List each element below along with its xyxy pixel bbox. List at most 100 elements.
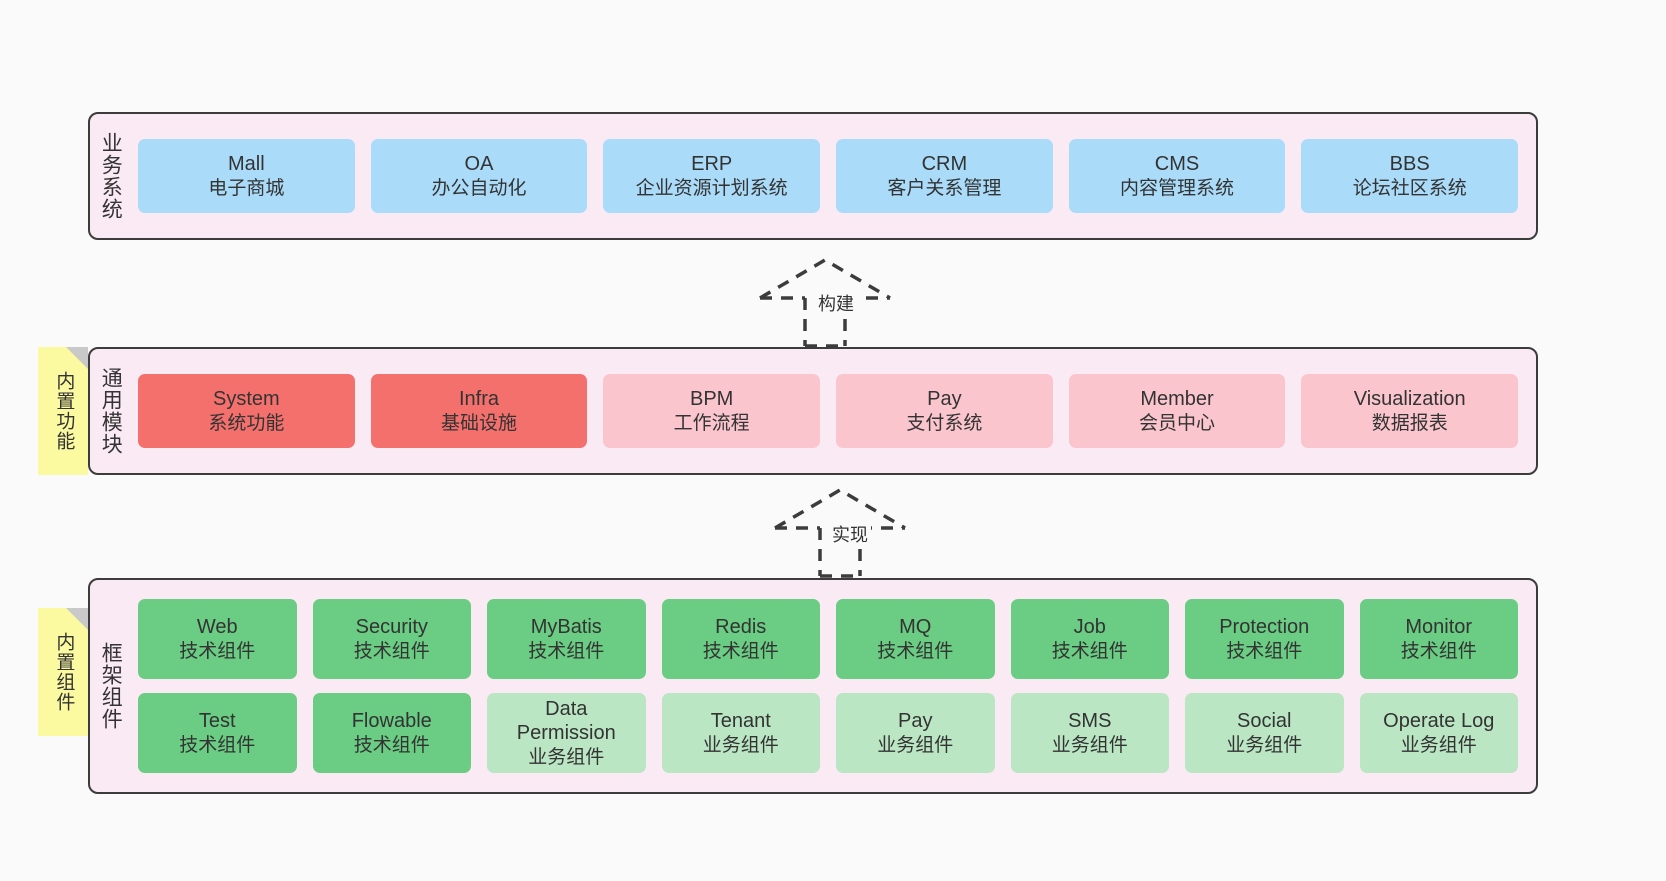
node-title-en: CRM [921, 153, 968, 176]
node-title-en: Operate Log [1383, 710, 1495, 733]
node-tenant[interactable]: Tenant 业务组件 [661, 693, 820, 773]
node-title-en: Data Permission [516, 698, 616, 745]
node-title-cn: 系统功能 [208, 412, 285, 434]
layer-framework-component: 框架组件 Web 技术组件 Security 技术组件 MyBatis 技术组件… [88, 578, 1538, 794]
node-title-cn: 工作流程 [673, 412, 750, 434]
node-member[interactable]: Member 会员中心 [1068, 374, 1286, 448]
node-system[interactable]: System 系统功能 [138, 374, 355, 448]
layer-title-framework-component: 框架组件 [99, 642, 123, 730]
node-data-permission[interactable]: Data Permission 业务组件 [487, 693, 646, 773]
node-title-en: Security [355, 616, 428, 639]
node-sms[interactable]: SMS 业务组件 [1010, 693, 1169, 773]
node-title-cn: 业务组件 [702, 734, 779, 756]
node-title-en: Visualization [1353, 388, 1466, 411]
node-title-en: Protection [1219, 616, 1310, 639]
node-monitor[interactable]: Monitor 技术组件 [1359, 599, 1518, 679]
node-web[interactable]: Web 技术组件 [138, 599, 297, 679]
node-erp[interactable]: ERP 企业资源计划系统 [603, 139, 821, 213]
node-title-en: System [212, 388, 280, 411]
node-title-cn: 办公自动化 [431, 177, 527, 199]
note-fold-icon [66, 347, 88, 369]
node-oa[interactable]: OA 办公自动化 [370, 139, 588, 213]
connector-label-build: 构建 [815, 290, 857, 316]
node-bbs[interactable]: BBS 论坛社区系统 [1301, 139, 1519, 213]
node-test[interactable]: Test 技术组件 [138, 693, 297, 773]
node-title-cn: 企业资源计划系统 [635, 177, 788, 199]
node-title-en: MQ [899, 616, 932, 639]
node-title-cn: 技术组件 [179, 640, 256, 662]
node-title-en: Flowable [351, 710, 432, 733]
node-row: Mall 电子商城 OA 办公自动化 ERP 企业资源计划系统 CRM 客户关系… [138, 139, 1519, 213]
node-title-cn: 内容管理系统 [1120, 177, 1235, 199]
node-title-en: Redis [715, 616, 767, 639]
node-title-cn: 业务组件 [1051, 734, 1128, 756]
node-title-en: Pay [898, 710, 933, 733]
node-title-cn: 支付系统 [906, 412, 983, 434]
node-title-en: BPM [690, 388, 734, 411]
node-title-en: Web [196, 616, 238, 639]
node-title-en: Mall [228, 153, 265, 176]
node-job[interactable]: Job 技术组件 [1010, 599, 1169, 679]
node-title-cn: 技术组件 [702, 640, 779, 662]
node-title-en: OA [464, 153, 494, 176]
node-social[interactable]: Social 业务组件 [1185, 693, 1344, 773]
node-title-cn: 业务组件 [1400, 734, 1477, 756]
node-bpm[interactable]: BPM 工作流程 [603, 374, 821, 448]
node-title-cn: 技术组件 [1051, 640, 1128, 662]
node-pay-module[interactable]: Pay 支付系统 [836, 374, 1053, 448]
node-title-en: Infra [458, 388, 500, 411]
layer-common-module: 通用模块 System 系统功能 Infra 基础设施 BPM 工作流程 Pay… [88, 347, 1538, 475]
node-title-en: Pay [927, 388, 962, 411]
node-title-cn: 业务组件 [1226, 734, 1303, 756]
node-title-cn: 技术组件 [528, 640, 605, 662]
node-infra[interactable]: Infra 基础设施 [370, 374, 588, 448]
node-title-en: Tenant [710, 710, 771, 733]
node-title-en: Test [198, 710, 236, 733]
arrow-head-triangle [759, 257, 891, 300]
layer-body-business-system: Mall 电子商城 OA 办公自动化 ERP 企业资源计划系统 CRM 客户关系… [130, 114, 1536, 238]
node-pay-component[interactable]: Pay 业务组件 [836, 693, 995, 773]
note-builtin-functions: 内置功能 [38, 347, 88, 475]
layer-business-system: 业务系统 Mall 电子商城 OA 办公自动化 ERP 企业资源计划系统 CRM… [88, 112, 1538, 240]
node-row: System 系统功能 Infra 基础设施 BPM 工作流程 Pay 支付系统… [138, 374, 1519, 448]
note-builtin-components: 内置组件 [38, 608, 88, 736]
node-title-cn: 论坛社区系统 [1352, 177, 1467, 199]
layer-body-framework-component: Web 技术组件 Security 技术组件 MyBatis 技术组件 Redi… [130, 580, 1536, 792]
node-operate-log[interactable]: Operate Log 业务组件 [1359, 693, 1518, 773]
node-flowable[interactable]: Flowable 技术组件 [312, 693, 471, 773]
node-title-cn: 客户关系管理 [887, 177, 1002, 199]
node-row: Test 技术组件 Flowable 技术组件 Data Permission … [138, 693, 1518, 773]
layer-title-common-module: 通用模块 [99, 367, 123, 455]
node-title-en: Job [1073, 616, 1106, 639]
node-redis[interactable]: Redis 技术组件 [661, 599, 820, 679]
node-title-cn: 技术组件 [1400, 640, 1477, 662]
node-mybatis[interactable]: MyBatis 技术组件 [487, 599, 646, 679]
node-title-en: CMS [1154, 153, 1200, 176]
node-protection[interactable]: Protection 技术组件 [1185, 599, 1344, 679]
note-fold-icon [66, 608, 88, 630]
node-title-cn: 数据报表 [1371, 412, 1448, 434]
node-title-cn: 电子商城 [208, 177, 285, 199]
arrow-head-triangle [774, 487, 906, 530]
node-title-en: SMS [1068, 710, 1112, 733]
node-crm[interactable]: CRM 客户关系管理 [836, 139, 1053, 213]
node-title-en: ERP [691, 153, 733, 176]
node-title-en: Member [1140, 388, 1214, 411]
node-visualization[interactable]: Visualization 数据报表 [1301, 374, 1519, 448]
node-row: Web 技术组件 Security 技术组件 MyBatis 技术组件 Redi… [138, 599, 1518, 679]
node-title-en: MyBatis [530, 616, 602, 639]
node-mq[interactable]: MQ 技术组件 [836, 599, 995, 679]
node-title-cn: 会员中心 [1139, 412, 1216, 434]
connector-label-implement: 实现 [829, 521, 871, 547]
node-mall[interactable]: Mall 电子商城 [138, 139, 355, 213]
node-title-cn: 基础设施 [441, 412, 518, 434]
node-title-cn: 业务组件 [877, 734, 954, 756]
node-title-en: Social [1237, 710, 1292, 733]
node-title-cn: 技术组件 [353, 640, 430, 662]
node-title-cn: 技术组件 [179, 734, 256, 756]
node-cms[interactable]: CMS 内容管理系统 [1068, 139, 1286, 213]
node-title-en: BBS [1389, 153, 1430, 176]
node-security[interactable]: Security 技术组件 [312, 599, 471, 679]
node-title-cn: 技术组件 [353, 734, 430, 756]
